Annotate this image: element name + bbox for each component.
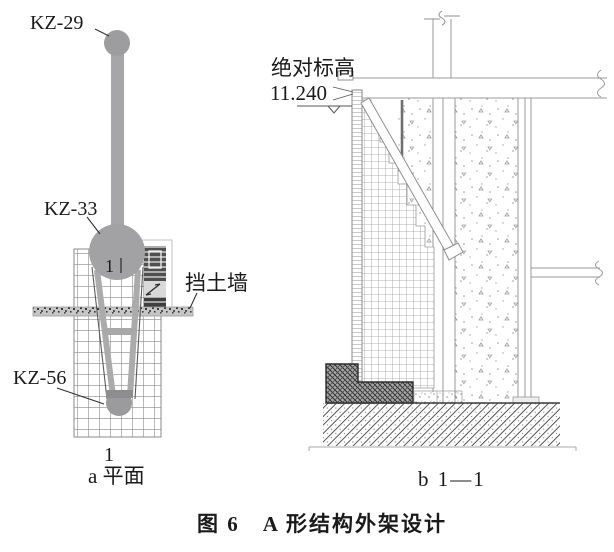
retaining-wall-leader (189, 292, 198, 309)
kz56-label: KZ-56 (13, 367, 66, 389)
section-caption: b 1—1 (418, 467, 486, 491)
plan-view: 1 1 KZ-29 KZ-33 KZ-56 挡土墙 a 平面 (13, 12, 248, 488)
section-concrete-wall (398, 98, 518, 403)
figure-caption: 图 6 A 形结构外架设计 (197, 512, 447, 536)
plan-section-mark-bottom: 1 (104, 444, 114, 466)
section-pad (413, 390, 463, 404)
plan-caption: a 平面 (88, 464, 145, 488)
column-break-symbol (424, 10, 460, 26)
retaining-wall-label: 挡土墙 (185, 271, 248, 295)
plan-stair-block (138, 239, 173, 311)
slab-break-symbol (597, 69, 607, 99)
elevation-label: 绝对标高 (271, 56, 355, 80)
beam-break-symbol (595, 260, 603, 286)
section-ground (308, 402, 577, 451)
slab-edge-profile (337, 70, 354, 81)
elevation-value: 11.240 (270, 81, 327, 105)
section-mid-beam (531, 260, 603, 286)
section-top-slab (337, 10, 607, 99)
plan-kz-column (89, 30, 145, 280)
section-footing (512, 396, 540, 404)
kz29-label: KZ-29 (30, 12, 83, 34)
scaffold-diagonal-brace (360, 97, 464, 261)
brace-end-plate (443, 242, 464, 261)
kz33-label: KZ-33 (44, 198, 97, 220)
section-mark-top-label: 1 (105, 256, 114, 276)
elevation-leader-1 (332, 86, 354, 93)
kz33-leader (86, 216, 101, 235)
kz29-column-circle (104, 30, 130, 56)
column-shaft (111, 43, 124, 229)
section-view: 绝对标高 11.240 b 1—1 (270, 10, 607, 491)
plan-aframe-legs (91, 266, 144, 400)
plan-section-mark-top: 1 (105, 256, 122, 276)
elevation-mark-icon (326, 105, 342, 114)
plan-leader-lines (56, 28, 198, 405)
section-scaffold (351, 89, 464, 393)
kz56-leader (56, 387, 105, 405)
elevation-leader-2 (332, 93, 354, 101)
kz29-leader (94, 28, 110, 37)
kz33-column-circle (89, 224, 145, 280)
scaffold-mesh (362, 100, 434, 388)
stair-direction-arrow (145, 283, 161, 296)
plan-kz56-pile (106, 390, 133, 416)
elevation-annotation: 绝对标高 11.240 (270, 56, 355, 114)
plan-retaining-wall-strip (32, 306, 194, 317)
aframe-cross-rung (103, 328, 137, 335)
